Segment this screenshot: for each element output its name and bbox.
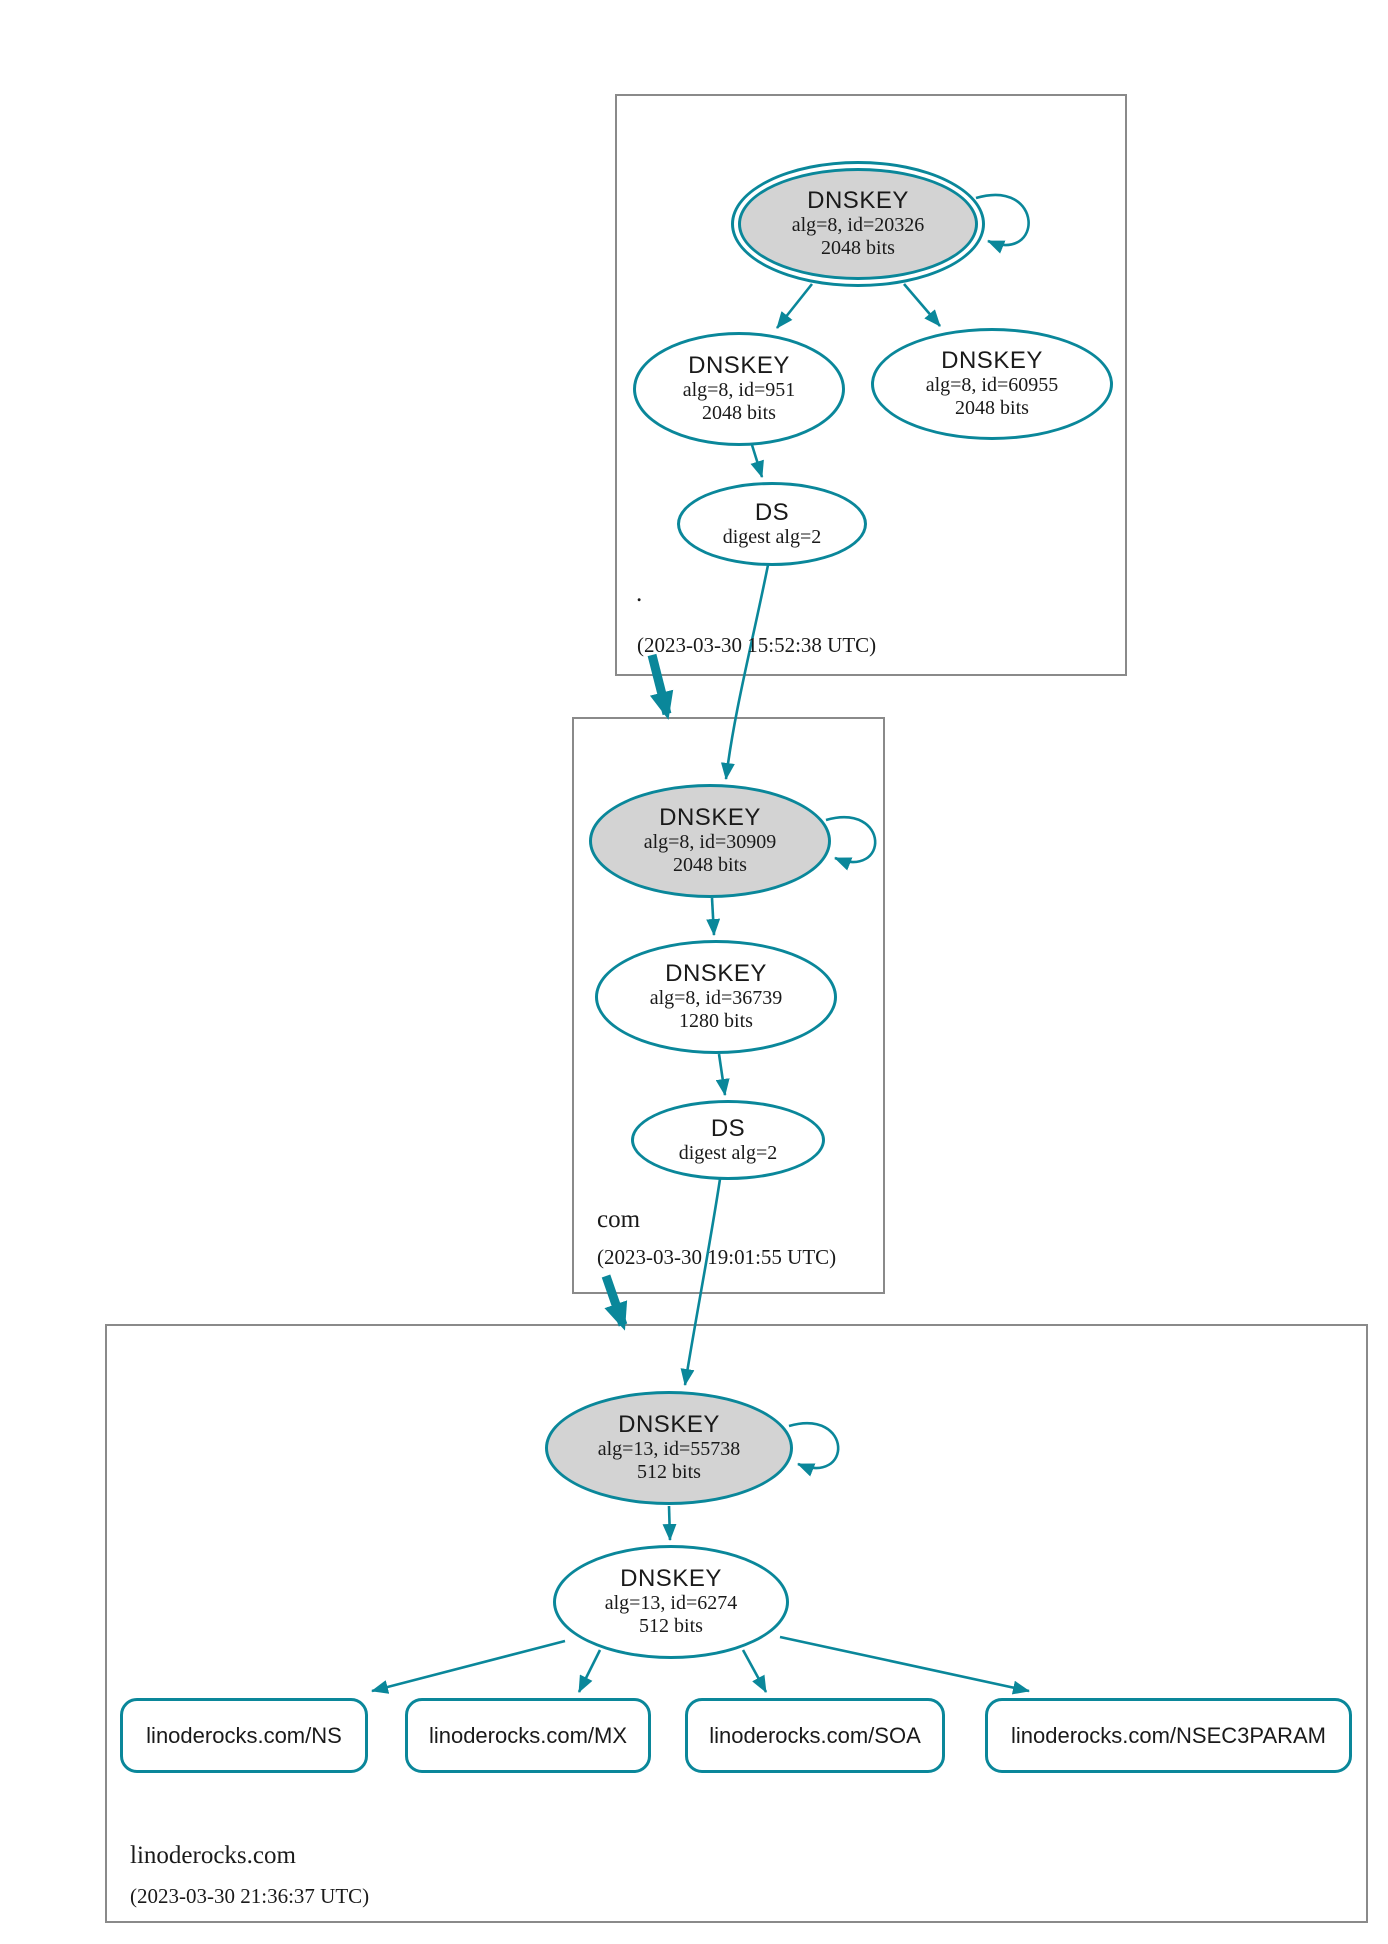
zone-label-com: com <box>597 1206 641 1233</box>
node-linoderocks-zsk: DNSKEY alg=13, id=6274 512 bits <box>553 1545 789 1659</box>
rrset-nsec3param: linoderocks.com/NSEC3PARAM <box>985 1698 1352 1773</box>
zone-label-root: . <box>636 580 643 607</box>
dnskey-detail: alg=8, id=30909 <box>643 831 777 854</box>
rrset-mx: linoderocks.com/MX <box>405 1698 651 1773</box>
ds-title: DS <box>710 1114 746 1142</box>
dnskey-title: DNSKEY <box>688 352 790 380</box>
node-root-zsk: DNSKEY alg=8, id=951 2048 bits <box>633 332 845 446</box>
ds-title: DS <box>754 498 790 526</box>
zone-timestamp-root: (2023-03-30 15:52:38 UTC) <box>637 633 877 657</box>
dnskey-bits: 2048 bits <box>955 396 1029 419</box>
dnskey-bits: 2048 bits <box>673 853 747 876</box>
zone-timestamp-linoderocks: (2023-03-30 21:36:37 UTC) <box>130 1884 370 1908</box>
dnskey-title: DNSKEY <box>620 1565 722 1593</box>
dnskey-bits: 512 bits <box>637 1460 701 1483</box>
dnskey-title: DNSKEY <box>665 960 767 988</box>
dnskey-detail: alg=8, id=951 <box>682 379 796 402</box>
rrset-ns: linoderocks.com/NS <box>120 1698 368 1773</box>
node-com-zsk: DNSKEY alg=8, id=36739 1280 bits <box>595 940 837 1054</box>
dnskey-detail: alg=8, id=20326 <box>791 214 925 237</box>
node-root-ksk: DNSKEY alg=8, id=20326 2048 bits <box>738 168 978 280</box>
dnskey-bits: 2048 bits <box>702 401 776 424</box>
dnskey-bits: 512 bits <box>639 1614 703 1637</box>
dnskey-title: DNSKEY <box>807 187 909 215</box>
dnskey-bits: 2048 bits <box>821 236 895 259</box>
node-linoderocks-ksk: DNSKEY alg=13, id=55738 512 bits <box>545 1391 793 1505</box>
ds-detail: digest alg=2 <box>678 1141 778 1164</box>
node-com-ds: DS digest alg=2 <box>631 1100 825 1180</box>
dnskey-title: DNSKEY <box>659 804 761 832</box>
node-root-ksk-sep-ring: DNSKEY alg=8, id=20326 2048 bits <box>731 161 985 287</box>
ds-detail: digest alg=2 <box>722 525 822 548</box>
zone-label-linoderocks: linoderocks.com <box>130 1842 296 1869</box>
dnskey-detail: alg=8, id=36739 <box>649 987 783 1010</box>
dnskey-detail: alg=13, id=6274 <box>604 1592 738 1615</box>
rrset-soa: linoderocks.com/SOA <box>685 1698 945 1773</box>
node-root-ds: DS digest alg=2 <box>677 482 867 566</box>
node-com-ksk: DNSKEY alg=8, id=30909 2048 bits <box>589 784 831 898</box>
node-root-standby-key: DNSKEY alg=8, id=60955 2048 bits <box>871 328 1113 440</box>
dnskey-bits: 1280 bits <box>679 1009 753 1032</box>
dnskey-title: DNSKEY <box>618 1411 720 1439</box>
zone-timestamp-com: (2023-03-30 19:01:55 UTC) <box>597 1245 837 1269</box>
dnskey-title: DNSKEY <box>941 347 1043 375</box>
dnskey-detail: alg=13, id=55738 <box>597 1438 741 1461</box>
dnskey-detail: alg=8, id=60955 <box>925 374 1059 397</box>
